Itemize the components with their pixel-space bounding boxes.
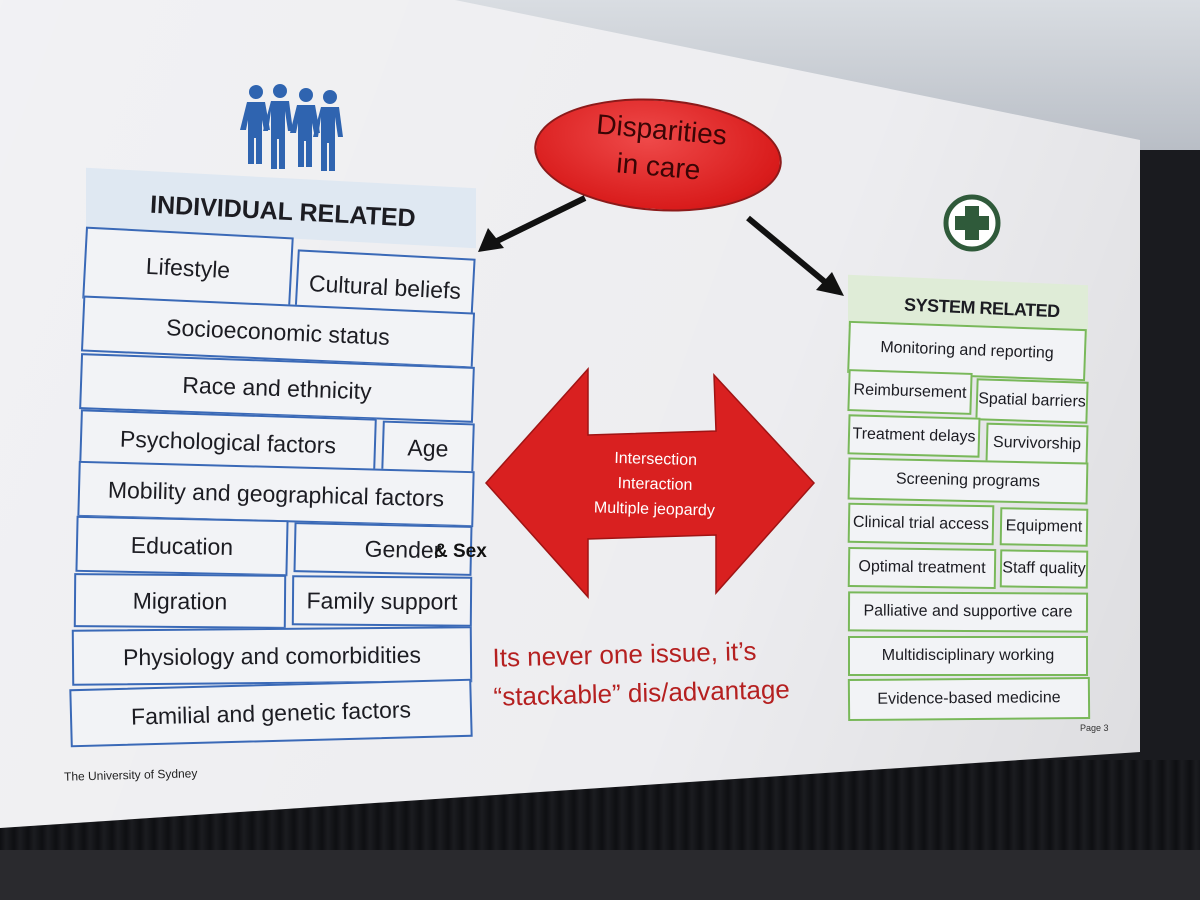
- sys-palliative: Palliative and supportive care: [847, 591, 1089, 633]
- sys-staff-quality: Staff quality: [999, 549, 1089, 589]
- arrow-text: Intersection Interaction Multiple jeopar…: [593, 449, 716, 520]
- sys-evidence-based: Evidence-based medicine: [847, 676, 1091, 722]
- arrow-to-system: [746, 215, 844, 296]
- sys-equipment: Equipment: [999, 507, 1089, 547]
- stackable-message: Its never one issue, it’s “stackable” di…: [492, 635, 791, 712]
- item-education: Education: [75, 515, 289, 577]
- medical-plus-icon: [943, 194, 1001, 252]
- page-number: Page 3: [1080, 723, 1109, 733]
- item-family-support: Family support: [291, 575, 473, 627]
- item-familial-genetic: Familial and genetic factors: [69, 678, 473, 748]
- sys-clinical-trial: Clinical trial access: [847, 502, 995, 546]
- double-arrow: [484, 367, 816, 599]
- sys-screening-programs: Screening programs: [847, 457, 1089, 505]
- sys-multidisciplinary: Multidisciplinary working: [848, 636, 1088, 676]
- people-icon: [240, 84, 343, 171]
- sys-treatment-delays: Treatment delays: [847, 414, 981, 458]
- item-age: Age: [381, 420, 475, 476]
- item-physiology-comorbidities: Physiology and comorbidities: [71, 626, 473, 686]
- sys-survivorship: Survivorship: [985, 422, 1089, 466]
- item-migration: Migration: [73, 573, 287, 629]
- sys-optimal-treatment: Optimal treatment: [847, 546, 997, 590]
- sex-label: & Sex: [434, 541, 487, 562]
- arrow-to-individual: [478, 195, 587, 252]
- floor: [0, 850, 1200, 900]
- sys-spatial-barriers: Spatial barriers: [975, 378, 1089, 424]
- sys-reimbursement: Reimbursement: [847, 369, 973, 415]
